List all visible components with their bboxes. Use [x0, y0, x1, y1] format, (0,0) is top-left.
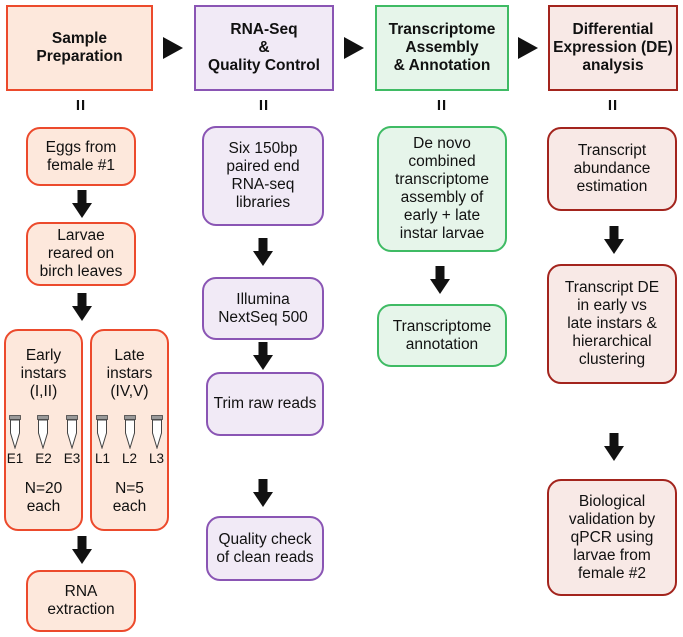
quality-check-box: Quality check of clean reads — [206, 516, 324, 581]
larvae-box: Larvae reared on birch leaves — [26, 222, 136, 286]
flow-arrow-right-icon — [344, 37, 364, 59]
sample-tube: L3 — [149, 415, 164, 468]
rna-extraction-box: RNA extraction — [26, 570, 136, 632]
flow-arrow-right-icon — [163, 37, 183, 59]
flow-arrow-right-icon — [518, 37, 538, 59]
header-sample-preparation: Sample Preparation — [6, 5, 153, 91]
down-arrow-icon — [253, 479, 273, 507]
validation-box: Biological validation by qPCR using larv… — [547, 479, 677, 596]
late-instars-count: N=5 each — [112, 480, 147, 515]
equals-sign: II — [607, 97, 619, 114]
early-instars-box: Early instars (I,II) E1 E2 E3 N=20 each — [4, 329, 83, 531]
down-arrow-icon — [72, 293, 92, 321]
early-instars-count: N=20 each — [24, 480, 63, 515]
test-tube-icon — [37, 415, 50, 449]
tube-label: E3 — [63, 451, 81, 466]
tube-label: L2 — [121, 451, 138, 466]
annotation-box: Transcriptome annotation — [377, 304, 507, 367]
down-arrow-icon — [604, 226, 624, 254]
trim-box: Trim raw reads — [206, 372, 324, 436]
sample-tube: L1 — [95, 415, 110, 468]
sample-tube: E1 — [6, 415, 24, 468]
equals-sign: II — [436, 97, 448, 114]
sample-tube: E2 — [35, 415, 52, 468]
down-arrow-icon — [604, 433, 624, 461]
late-instars-title: Late instars (IV,V) — [106, 347, 153, 400]
eggs-box: Eggs from female #1 — [26, 127, 136, 186]
test-tube-icon — [66, 415, 78, 449]
tube-label: E1 — [6, 451, 24, 466]
down-arrow-icon — [72, 190, 92, 218]
header-differential-expression: Differential Expression (DE) analysis — [548, 5, 678, 91]
header-rnaseq-qc: RNA-Seq & Quality Control — [194, 5, 334, 91]
down-arrow-icon — [253, 238, 273, 266]
sample-tube: L2 — [122, 415, 137, 468]
equals-sign: II — [258, 97, 270, 114]
transcript-de-box: Transcript DE in early vs late instars &… — [547, 264, 677, 384]
tube-label: E2 — [35, 451, 52, 466]
sample-tube: E3 — [63, 415, 81, 468]
illumina-box: Illumina NextSeq 500 — [202, 277, 324, 340]
tube-label: L3 — [149, 451, 165, 466]
late-tubes: L1 L2 L3 — [95, 415, 164, 468]
header-assembly-annotation: Transcriptome Assembly & Annotation — [375, 5, 509, 91]
denovo-assembly-box: De novo combined transcriptome assembly … — [377, 126, 507, 252]
test-tube-icon — [150, 415, 163, 449]
down-arrow-icon — [72, 536, 92, 564]
libraries-box: Six 150bp paired end RNA-seq libraries — [202, 126, 324, 226]
early-instars-title: Early instars (I,II) — [20, 347, 67, 400]
test-tube-icon — [123, 415, 136, 449]
down-arrow-icon — [430, 266, 450, 294]
down-arrow-icon — [253, 342, 273, 370]
test-tube-icon — [9, 415, 21, 449]
equals-sign: II — [75, 97, 87, 114]
early-tubes: E1 E2 E3 — [6, 415, 81, 468]
abundance-box: Transcript abundance estimation — [547, 127, 677, 211]
late-instars-box: Late instars (IV,V) L1 L2 L3 N=5 each — [90, 329, 169, 531]
tube-label: L1 — [94, 451, 110, 466]
test-tube-icon — [96, 415, 109, 449]
